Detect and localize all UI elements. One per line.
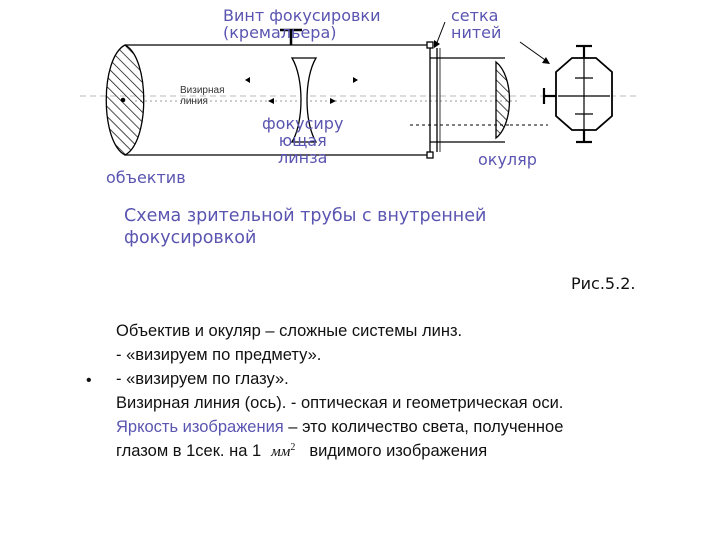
label-sight-line: Визирная линия: [180, 85, 225, 107]
body-line-5: Яркость изображения – это количество све…: [116, 417, 564, 436]
body-line-4: Визирная линия (ось). - оптическая и гео…: [116, 393, 564, 412]
focus-screw-marker: [280, 28, 302, 45]
label-reticle: сетка нитей: [451, 6, 502, 42]
body-text: Объектив и окуляр – сложные системы линз…: [116, 320, 706, 464]
unit-mm2: мм2: [271, 441, 296, 460]
label-focus-screw: Винт фокусировки (кремальера): [223, 6, 381, 42]
label-objective: объектив: [106, 168, 186, 187]
focus-arrows: [245, 77, 358, 104]
reticle-screws: [542, 44, 592, 144]
figure-number: Рис.5.2.: [571, 274, 636, 293]
body-line-1: Объектив и окуляр – сложные системы линз…: [116, 322, 463, 340]
objective-center-dot: [120, 97, 126, 103]
eyepiece-lens: [495, 60, 511, 140]
focusing-lens: [290, 57, 318, 143]
label-focusing-lens: фокусиру ющая линза: [262, 114, 344, 167]
body-line-3: - «визируем по глазу».: [116, 369, 289, 388]
label-eyepiece: окуляр: [478, 150, 537, 169]
body-line-2: - «визируем по предмету».: [116, 345, 322, 364]
bullet-point: •: [86, 372, 92, 389]
reticle-crosshair: [558, 58, 610, 130]
figure-caption: Схема зрительной трубы с внутренней фоку…: [124, 206, 487, 249]
leader-arrows: [410, 21, 549, 126]
brightness-term: Яркость изображения: [116, 417, 284, 436]
telescope-tube: [125, 41, 505, 159]
